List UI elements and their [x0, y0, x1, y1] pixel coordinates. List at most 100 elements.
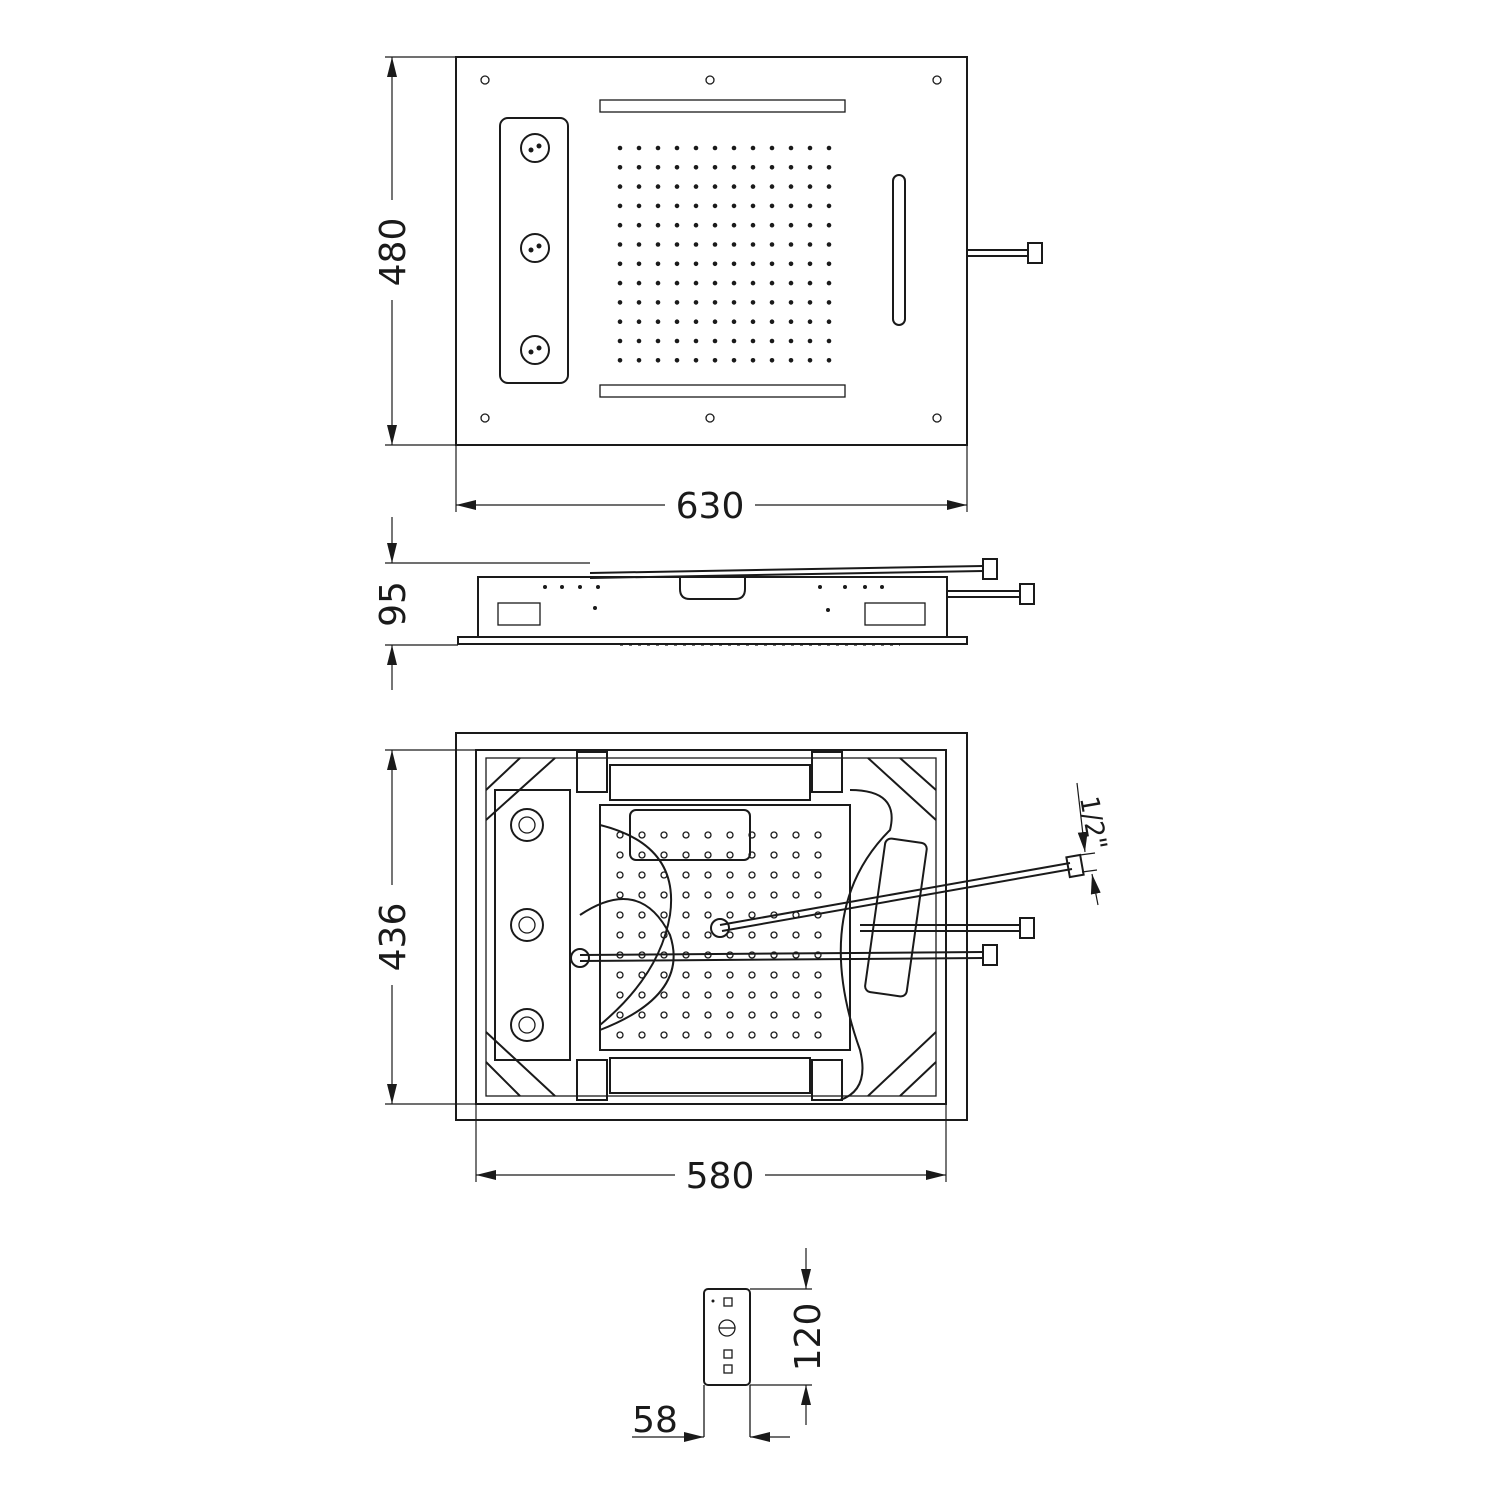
rain-nozzle [826, 261, 832, 267]
rain-nozzle [826, 222, 832, 228]
rain-nozzle [769, 338, 775, 344]
plate-hole [660, 831, 668, 839]
plate-hole [748, 971, 756, 979]
rain-nozzle [826, 242, 832, 247]
rain-nozzle [712, 222, 718, 228]
rain-nozzle [769, 242, 775, 247]
internal-hose-1 [599, 824, 673, 1026]
rain-nozzle [769, 280, 775, 286]
rain-nozzle-grid [617, 145, 832, 363]
plate-hole [770, 951, 778, 959]
plate-hole [704, 871, 712, 879]
dim-630-label: 630 [676, 486, 745, 527]
rain-nozzle [788, 338, 794, 344]
rain-nozzle [788, 261, 794, 267]
plate-hole [770, 891, 778, 899]
plate-hole [748, 1031, 756, 1039]
rain-nozzle [617, 358, 623, 363]
rain-nozzle [693, 242, 699, 247]
plate-hole [682, 1011, 690, 1019]
rain-nozzle [617, 222, 623, 228]
rain-nozzle [712, 165, 718, 170]
mounting-screws [480, 75, 942, 423]
rain-nozzle [788, 203, 794, 209]
rain-nozzle [617, 280, 623, 286]
plate-hole [660, 971, 668, 979]
rain-nozzle [826, 319, 832, 325]
rain-nozzle [769, 261, 775, 267]
rain-nozzle [617, 184, 623, 189]
plate-hole [682, 971, 690, 979]
rain-nozzle [769, 319, 775, 325]
rain-nozzle [788, 222, 794, 228]
inner-frame [475, 749, 947, 1105]
rain-nozzle [712, 280, 718, 286]
back-plate [599, 804, 851, 1051]
plate-hole [814, 1031, 822, 1039]
back-view: 1/2" 436 580 [373, 732, 1112, 1197]
rain-nozzle [807, 300, 813, 305]
housing-box [477, 576, 948, 638]
plate-hole [638, 1011, 646, 1019]
rain-nozzle [712, 319, 718, 325]
rain-nozzle [693, 319, 699, 325]
rain-nozzle [731, 242, 737, 247]
plate-hole [726, 831, 734, 839]
rain-nozzle [617, 319, 623, 325]
side-view: 95 [373, 517, 1035, 690]
rain-nozzle [788, 242, 794, 247]
plate-hole [638, 931, 646, 939]
plate-hole [638, 1031, 646, 1039]
rain-nozzle [693, 300, 699, 305]
plate-hole [792, 951, 800, 959]
rain-nozzle [712, 203, 718, 209]
rain-nozzle [750, 242, 756, 247]
rain-nozzle [807, 242, 813, 247]
dim-580-label: 580 [686, 1156, 755, 1197]
plate-hole [616, 911, 624, 919]
rain-nozzle [655, 222, 661, 228]
rain-nozzle [731, 261, 737, 267]
plate-hole [638, 871, 646, 879]
plate-hole [638, 851, 646, 859]
plate-hole [726, 871, 734, 879]
rain-nozzle [807, 280, 813, 286]
plate-hole [792, 1031, 800, 1039]
body-jets [520, 133, 550, 365]
rain-nozzle [655, 280, 661, 286]
plate-hole [616, 851, 624, 859]
plate-hole [814, 831, 822, 839]
rain-nozzle [693, 165, 699, 170]
plate-hole [704, 911, 712, 919]
dim-half-inch-label: 1/2" [1073, 794, 1112, 852]
rain-nozzle [769, 145, 775, 151]
rain-nozzle [750, 358, 756, 363]
plate-hole [704, 891, 712, 899]
rain-nozzle [655, 184, 661, 189]
plate-hole [682, 891, 690, 899]
plate-hole [814, 931, 822, 939]
plate-hole [660, 891, 668, 899]
rain-nozzle [693, 145, 699, 151]
plate-hole [814, 851, 822, 859]
rain-nozzle [693, 222, 699, 228]
hose-1 [719, 862, 1071, 926]
rain-nozzle [655, 358, 661, 363]
dim-95-label: 95 [373, 581, 414, 627]
rain-nozzle [731, 184, 737, 189]
rain-nozzle [769, 222, 775, 228]
rain-nozzle [731, 203, 737, 209]
plate-hole [748, 931, 756, 939]
rain-nozzle [750, 300, 756, 305]
rain-nozzle [788, 184, 794, 189]
internal-hose-2 [579, 898, 675, 1031]
rain-nozzle [788, 300, 794, 305]
side-slot [892, 174, 906, 326]
rain-nozzle [617, 300, 623, 305]
plate-hole [704, 1031, 712, 1039]
plate-hole [638, 891, 646, 899]
rain-nozzle [750, 184, 756, 189]
valve-manifold [494, 789, 571, 1061]
plate-hole [748, 1011, 756, 1019]
